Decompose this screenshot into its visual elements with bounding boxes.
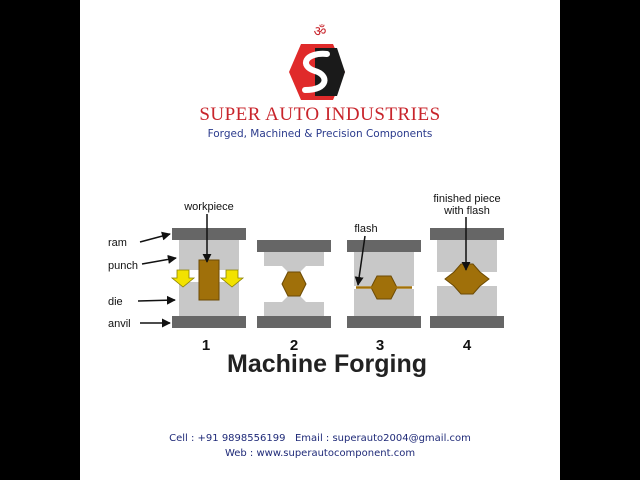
- om-symbol: ॐ: [313, 24, 327, 40]
- ram-plate: [430, 228, 504, 240]
- anvil-plate: [257, 316, 331, 328]
- flyer-card: ॐ SUPER AUTO INDUSTRIES Forged, Machined…: [80, 0, 560, 480]
- contact-line-2: Web : www.superautocomponent.com: [80, 448, 560, 459]
- die-pointer: [137, 295, 176, 305]
- forged-part: [281, 271, 307, 297]
- ram-plate: [257, 240, 331, 252]
- cell-label: Cell :: [169, 433, 195, 444]
- step-number: 3: [376, 337, 384, 350]
- label-punch: punch: [108, 260, 138, 272]
- forging-stage-4: [430, 228, 504, 328]
- email-address: superauto2004@gmail.com: [332, 433, 471, 444]
- web-label: Web :: [224, 448, 254, 459]
- label-die: die: [108, 296, 123, 308]
- flash-pointer: [354, 235, 366, 286]
- label-flash: flash: [354, 223, 377, 235]
- machine-forging-diagram: ram punch die anvil workpiece flash fini…: [108, 193, 504, 350]
- label-ram: ram: [108, 237, 127, 249]
- logo-s-curve: [302, 50, 330, 93]
- lower-die: [264, 296, 324, 316]
- anvil-plate: [172, 316, 246, 328]
- contact-line-1: Cell : +91 9898556199 Email : superauto2…: [80, 433, 560, 444]
- upper-die: [354, 252, 414, 286]
- company-logo: [289, 44, 345, 100]
- anvil-plate: [347, 316, 421, 328]
- step-number: 4: [463, 337, 472, 350]
- forging-stage-1: [170, 228, 246, 328]
- company-tagline: Forged, Machined & Precision Components: [207, 128, 433, 140]
- cell-number: +91 9898556199: [197, 433, 286, 444]
- left-yellow-arrow: [170, 269, 196, 288]
- email-label: Email :: [294, 433, 330, 444]
- label-anvil: anvil: [108, 318, 131, 330]
- label-finished-line-1: finished piece: [433, 193, 500, 205]
- workpiece-billet: [198, 259, 220, 301]
- ram-plate: [172, 228, 246, 240]
- upper-die: [437, 240, 497, 272]
- label-workpiece: workpiece: [183, 201, 234, 213]
- anvil-plate: [430, 316, 504, 328]
- ram-plate: [347, 240, 421, 252]
- ram-pointer: [139, 231, 171, 243]
- company-name: SUPER AUTO INDUSTRIES: [199, 104, 441, 125]
- upper-die: [264, 252, 324, 272]
- label-finished-line-2: with flash: [443, 205, 490, 217]
- forging-stage-2: [257, 240, 331, 328]
- step-number: 1: [202, 337, 210, 350]
- lower-die: [437, 286, 497, 316]
- forging-stage-3: [347, 240, 421, 328]
- punch-pointer: [141, 254, 177, 265]
- right-yellow-arrow: [219, 269, 245, 288]
- website-address: www.superautocomponent.com: [256, 448, 416, 459]
- diagram-title: Machine Forging: [227, 350, 427, 378]
- lower-die: [354, 289, 414, 316]
- step-number: 2: [290, 337, 298, 350]
- finished-part: [444, 263, 490, 295]
